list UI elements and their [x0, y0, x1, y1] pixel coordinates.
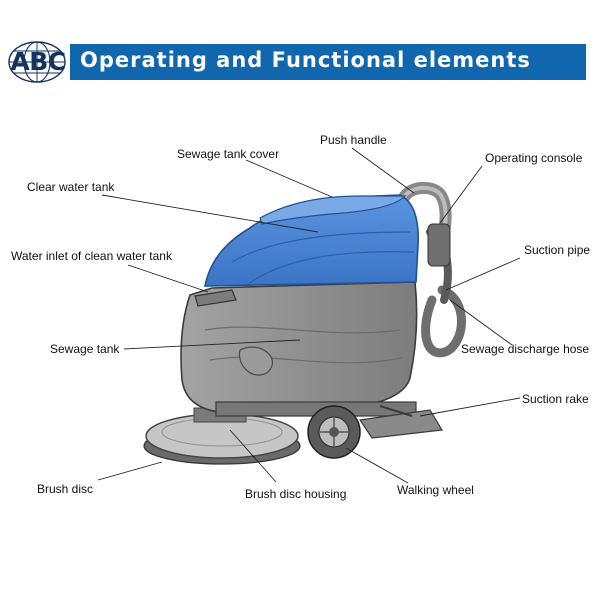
label-sewage-tank-cover: Sewage tank cover [177, 147, 280, 161]
operating-console [427, 223, 451, 267]
leader-walking-wheel [345, 447, 409, 484]
leader-brush-disc-housing [229, 429, 277, 483]
page-title: Operating and Functional elements [80, 48, 531, 72]
leader-water-inlet [127, 264, 209, 293]
leader-push-handle [351, 147, 415, 194]
leader-brush-disc [97, 461, 163, 481]
label-water-inlet: Water inlet of clean water tank [11, 249, 172, 263]
label-suction-rake: Suction rake [522, 392, 589, 406]
water-inlet [194, 289, 237, 307]
label-walking-wheel: Walking wheel [397, 483, 474, 497]
label-brush-disc-housing: Brush disc housing [245, 487, 347, 501]
header-banner: ABC Operating and Functional elements [0, 38, 600, 86]
leader-suction-pipe [445, 257, 521, 291]
leader-sewage-tank [123, 339, 301, 350]
label-suction-pipe: Suction pipe [524, 243, 591, 257]
title-bar: Operating and Functional elements [70, 44, 586, 80]
leader-sewage-tank-cover [245, 159, 333, 198]
leader-operating-console [439, 165, 483, 224]
label-sewage-discharge-hose: Sewage discharge hose [461, 342, 590, 356]
label-brush-disc: Brush disc [37, 482, 94, 496]
leader-suction-rake [419, 397, 521, 417]
sewage-tank-cover [259, 195, 407, 225]
logo-text: ABC [10, 47, 66, 76]
globe-logo: ABC [4, 40, 70, 84]
leader-clear-water-tank [101, 194, 319, 233]
label-push-handle: Push handle [320, 133, 387, 147]
label-sewage-tank: Sewage tank [50, 342, 120, 356]
leader-sewage-discharge-hose [449, 299, 513, 346]
label-clear-water-tank: Clear water tank [27, 180, 115, 194]
label-operating-console: Operating console [485, 151, 583, 165]
